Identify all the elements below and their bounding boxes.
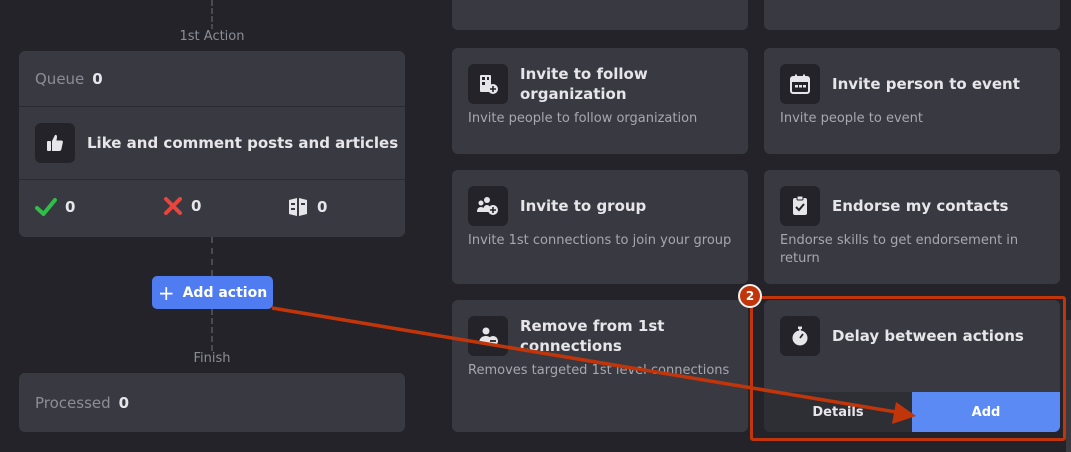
flow-connector-bottom [211,309,213,351]
cross-icon [164,197,182,215]
flow-connector-middle [211,237,213,276]
add-button[interactable]: Add [912,392,1060,432]
card-title: Invite person to event [832,75,1020,93]
action-card-remove-connections[interactable]: Remove from 1st connections Removes targ… [452,300,748,432]
checkmark-icon [35,198,57,216]
group-plus-icon [468,186,508,226]
calendar-icon [780,64,820,104]
success-stat: 0 [35,196,75,218]
step-number-badge: 2 [738,284,762,308]
add-action-button[interactable]: + Add action [152,276,273,309]
action-card-invite-group[interactable]: Invite to group Invite 1st connections t… [452,170,748,284]
card-description: Endorse skills to get endorsement in ret… [780,233,1019,266]
partial-card-right[interactable] [764,0,1060,30]
queue-value: 0 [92,69,103,88]
processed-label: Processed [35,393,111,412]
card-title: Invite to group [520,197,647,215]
card-title: Delay between actions [832,327,1024,345]
partial-card-left[interactable] [452,0,748,30]
document-icon [289,198,307,216]
processed-row: Processed 0 [19,373,405,432]
card-description: Invite people to follow organization [468,111,698,126]
other-count: 0 [317,198,328,216]
failed-stat: 0 [163,196,201,216]
action-row[interactable]: Like and comment posts and articles [19,107,405,180]
action-card-invite-person-event[interactable]: Invite person to event Invite people to … [764,48,1060,154]
failed-count: 0 [191,197,202,215]
processed-card: Processed 0 [19,373,405,432]
stopwatch-icon [780,316,820,356]
action-title: Like and comment posts and articles [87,134,399,152]
organization-plus-icon [468,64,508,104]
annotation-highlight-box [750,296,1066,441]
first-action-label: 1st Action [19,29,405,44]
other-stat: 0 [287,196,327,218]
success-count: 0 [65,198,76,216]
finish-label: Finish [19,351,405,366]
scrollbar[interactable] [1066,320,1071,452]
card-title: Endorse my contacts [832,197,1009,215]
stats-row: 0 0 0 [19,180,405,236]
queue-label: Queue [35,69,85,88]
processed-value: 0 [118,393,130,412]
add-action-label: Add action [182,284,268,301]
plus-icon: + [157,280,175,305]
queue-row: Queue 0 [19,51,405,107]
card-buttons: Details Add [764,392,1060,432]
clipboard-check-icon [780,186,820,226]
card-title: Invite to follow organization [520,65,648,103]
action-card: Queue 0 Like and comment posts and artic… [19,51,405,237]
card-description: Invite people to event [780,111,924,126]
flow-connector-top [211,0,213,30]
card-title: Remove from 1st connections [520,317,665,355]
card-description: Invite 1st connections to join your grou… [468,233,732,248]
action-card-invite-follow-organization[interactable]: Invite to follow organization Invite peo… [452,48,748,154]
action-card-endorse-contacts[interactable]: Endorse my contacts Endorse skills to ge… [764,170,1060,284]
action-card-delay-between-actions[interactable]: Delay between actions Details Add [764,300,1060,432]
thumbs-up-icon [35,123,75,163]
